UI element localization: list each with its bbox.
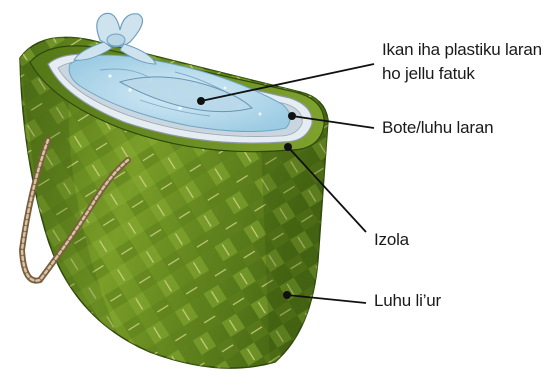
label-insulation: Izola [374, 230, 410, 249]
leader-dot-outer-basket [283, 291, 291, 299]
label-outer-basket-line-1: Luhu li’ur [374, 291, 442, 310]
label-fish-line-1: Ikan iha plastiku laran [382, 40, 542, 59]
leader-dot-inner-bag [288, 112, 296, 120]
label-fish-line-2: ho jellu fatuk [382, 64, 475, 83]
leader-dot-fish [197, 97, 205, 105]
label-inner-bag: Bote/luhu laran [382, 118, 493, 137]
label-insulation-line-1: Izola [374, 230, 410, 249]
leader-dot-insulation [284, 143, 292, 151]
label-outer-basket: Luhu li’ur [374, 291, 442, 310]
label-inner-bag-line-1: Bote/luhu laran [382, 118, 493, 137]
label-fish: Ikan iha plastiku laran ho jellu fatuk [382, 40, 546, 83]
